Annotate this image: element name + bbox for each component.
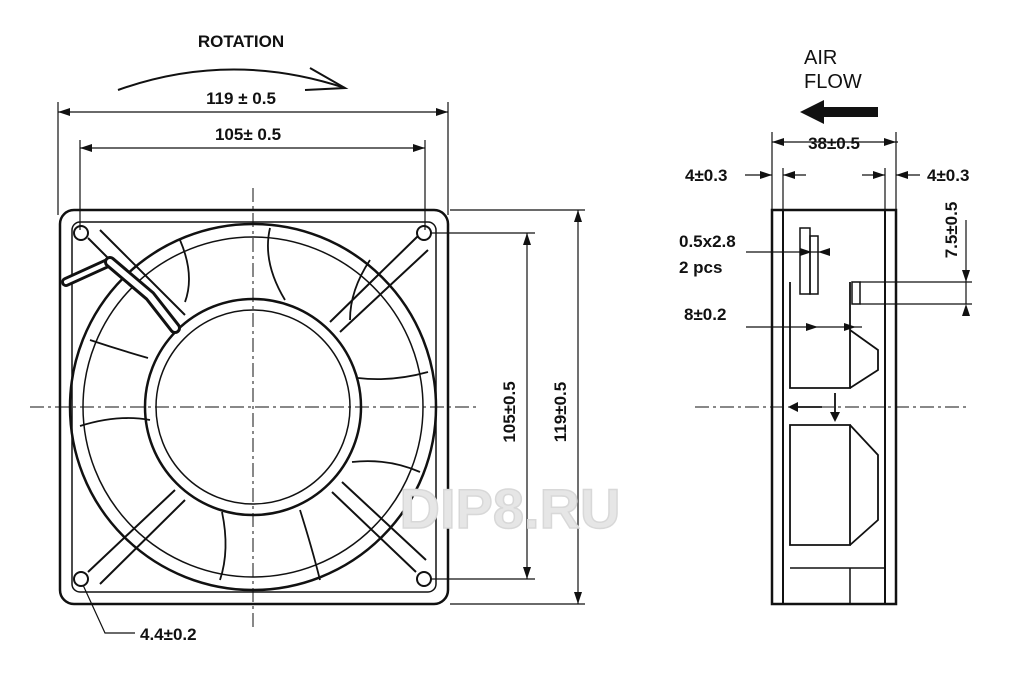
airflow-label-line2: FLOW [804,71,862,93]
terminal-height-label: 7.5±0.5 [942,202,961,259]
depth-label: 38±0.5 [808,134,860,153]
terminal-offset-dimension [746,323,862,331]
side-view: AIR FLOW 38±0.5 4±0.3 4 [679,47,972,606]
flange-dimensions [745,168,920,214]
depth-dimension [771,132,898,214]
front-centre-lines [30,188,476,630]
terminal-height-dimension [860,220,972,316]
front-view: ROTATION 119 ± 0.5 105± 0.5 [30,32,585,644]
terminal-size-line2: 2 pcs [679,258,722,277]
lead-wires [61,256,181,334]
overall-height-dimension [450,209,585,605]
hole-spacing-height-dimension [430,232,535,580]
fan-blades [79,227,429,581]
mount-hole-label: 4.4±0.2 [140,625,197,644]
terminal-size-line1: 0.5x2.8 [679,232,736,251]
mount-hole-leader [82,584,135,634]
watermark: DIP8.RU [400,477,621,540]
mounting-holes [73,225,432,587]
flange-right-label: 4±0.3 [927,166,969,185]
airflow-arrow [800,100,878,124]
hole-spacing-width-dimension [79,140,426,230]
rotation-label: ROTATION [198,32,284,51]
overall-height-label: 119±0.5 [551,382,570,442]
terminal-pins [799,227,861,305]
overall-width-dimension [57,102,449,215]
terminal-offset-label: 8±0.2 [684,305,726,324]
flange-left-label: 4±0.3 [685,166,727,185]
terminal-size-leader [746,248,830,256]
rotation-arrow [117,67,349,91]
hole-spacing-height-label: 105±0.5 [500,381,519,442]
airflow-label-line1: AIR [804,47,837,69]
hole-spacing-width-label: 105± 0.5 [215,125,281,144]
overall-width-label: 119 ± 0.5 [206,89,276,108]
side-centre-line [695,393,968,422]
